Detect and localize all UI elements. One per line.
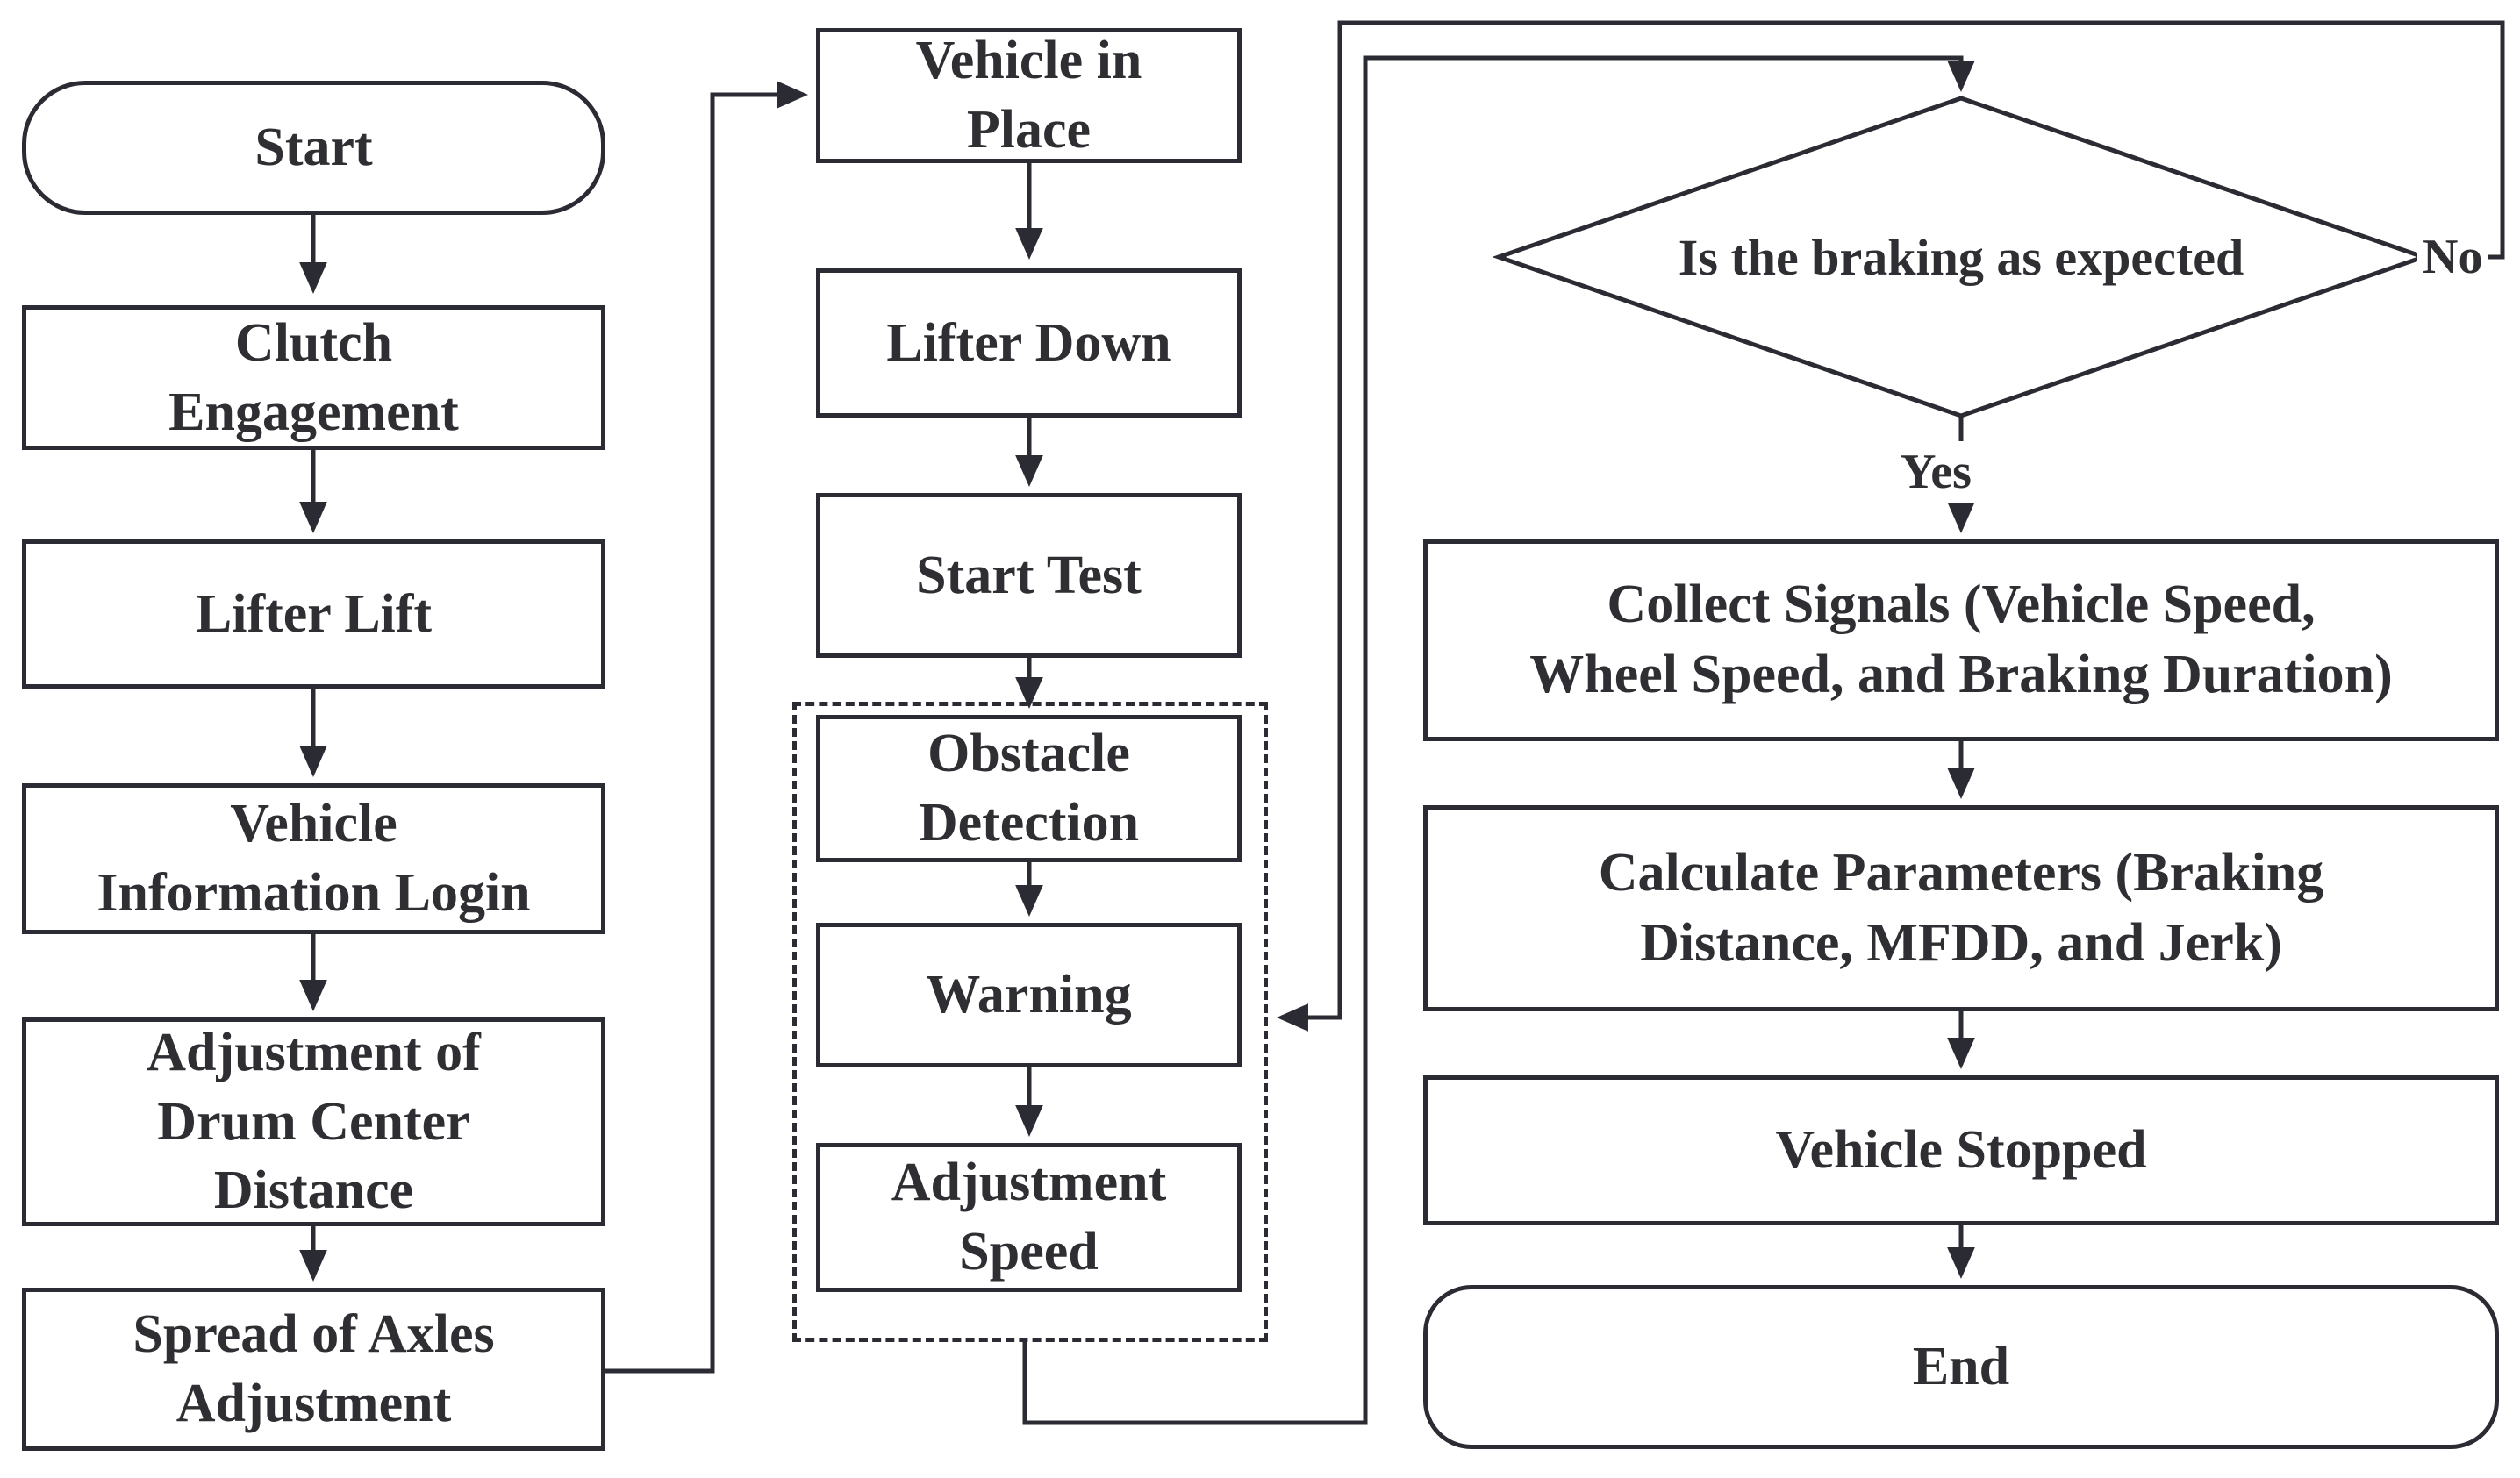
node-spread-of-axles: Spread of Axles Adjustment <box>22 1288 605 1451</box>
edge-decision-no-loop <box>1276 20 2505 1032</box>
edge-adjspeed-decision <box>1022 55 1975 1425</box>
node-start-test: Start Test <box>816 493 1242 658</box>
node-lifter-lift: Lifter Lift <box>22 539 605 689</box>
node-adjustment-speed: Adjustment Speed <box>816 1143 1242 1292</box>
node-end: End <box>1423 1285 2499 1449</box>
node-calculate-parameters: Calculate Parameters (Braking Distance, … <box>1423 805 2499 1011</box>
edge-label-no: No <box>2417 226 2488 288</box>
node-decision-braking: Is the braking as expected <box>1678 228 2244 286</box>
node-collect-signals: Collect Signals (Vehicle Speed, Wheel Sp… <box>1423 539 2499 741</box>
node-lifter-down: Lifter Down <box>816 268 1242 418</box>
node-vehicle-in-place: Vehicle in Place <box>816 28 1242 163</box>
edge-spread-vehicleinplace <box>605 81 809 1374</box>
node-vehicle-stopped: Vehicle Stopped <box>1423 1075 2499 1225</box>
node-warning: Warning <box>816 923 1242 1067</box>
node-vehicle-information-login: Vehicle Information Login <box>22 783 605 934</box>
node-start: Start <box>22 81 605 215</box>
node-obstacle-detection: Obstacle Detection <box>816 715 1242 862</box>
decision-diamond-shape <box>1492 96 2431 418</box>
node-clutch-engagement: Clutch Engagement <box>22 305 605 450</box>
edge-label-yes: Yes <box>1895 441 1977 503</box>
node-adjustment-drum-center: Adjustment of Drum Center Distance <box>22 1017 605 1226</box>
